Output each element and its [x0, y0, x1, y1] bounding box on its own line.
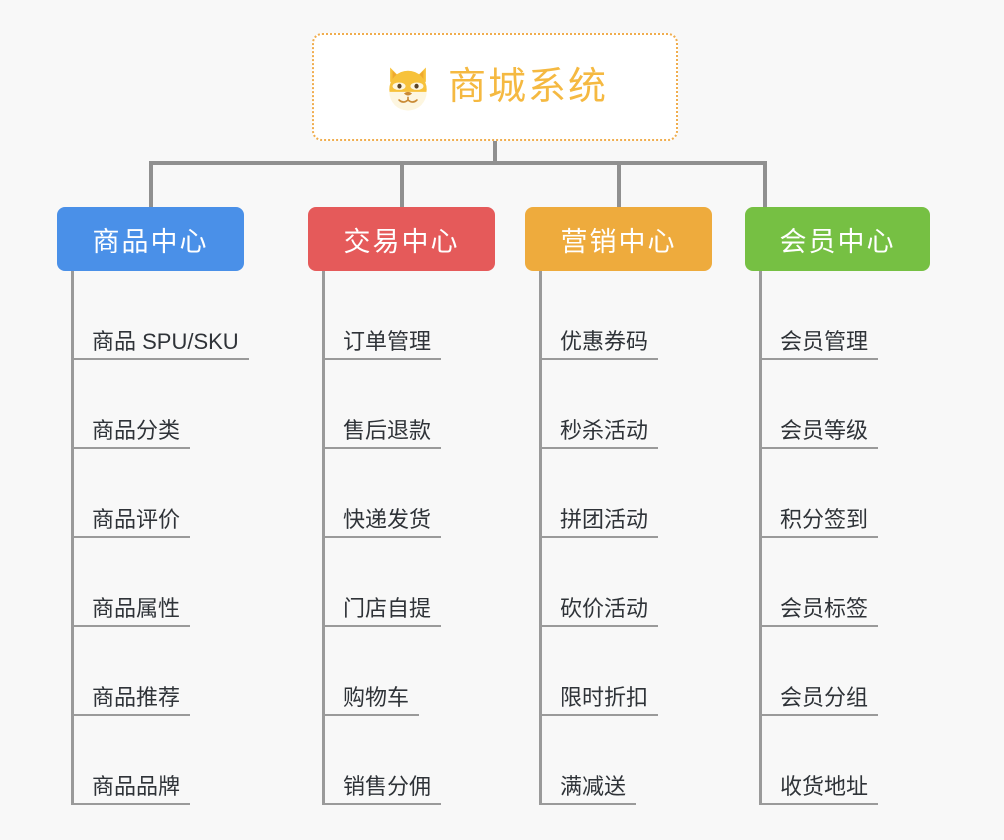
list-item[interactable]: 会员标签 — [762, 538, 975, 627]
list-item[interactable]: 秒杀活动 — [542, 360, 755, 449]
root-node-shop-system[interactable]: 商城系统 — [312, 33, 678, 141]
list-item[interactable]: 快递发货 — [325, 449, 538, 538]
list-item[interactable]: 收货地址 — [762, 716, 975, 805]
list-item[interactable]: 商品属性 — [74, 538, 287, 627]
child-item-label: 砍价活动 — [542, 596, 659, 627]
child-item-label: 商品评价 — [74, 507, 191, 538]
child-item-label: 订单管理 — [325, 329, 442, 360]
list-item[interactable]: 满减送 — [542, 716, 755, 805]
child-item-label: 商品分类 — [74, 418, 191, 449]
category-header-4-label: 会员中心 — [779, 226, 896, 257]
list-item[interactable]: 订单管理 — [325, 271, 538, 360]
child-item-label: 会员标签 — [762, 596, 879, 627]
connector-drop-3 — [617, 161, 621, 207]
child-item-label: 门店自提 — [325, 596, 442, 627]
list-item[interactable]: 会员等级 — [762, 360, 975, 449]
child-list-3: 优惠券码 秒杀活动 拼团活动 砍价活动 限时折扣 满减送 — [539, 271, 755, 805]
list-item[interactable]: 拼团活动 — [542, 449, 755, 538]
list-item[interactable]: 砍价活动 — [542, 538, 755, 627]
list-item[interactable]: 优惠券码 — [542, 271, 755, 360]
category-header-4[interactable]: 会员中心 — [745, 207, 930, 271]
list-item[interactable]: 商品评价 — [74, 449, 287, 538]
category-header-3[interactable]: 营销中心 — [525, 207, 712, 271]
child-item-label: 会员分组 — [762, 685, 879, 716]
child-item-label: 售后退款 — [325, 418, 442, 449]
list-item[interactable]: 购物车 — [325, 627, 538, 716]
child-item-label: 秒杀活动 — [542, 418, 659, 449]
child-item-label: 快递发货 — [325, 507, 442, 538]
category-column-1: 商品中心 商品 SPU/SKU 商品分类 商品评价 商品属性 商品推荐 商品品牌 — [57, 207, 287, 805]
child-item-label: 会员管理 — [762, 329, 879, 360]
list-item[interactable]: 会员管理 — [762, 271, 975, 360]
category-header-1-label: 商品中心 — [92, 226, 209, 257]
child-item-label: 收货地址 — [762, 774, 879, 805]
child-item-label: 商品 SPU/SKU — [74, 329, 249, 360]
child-item-label: 购物车 — [325, 685, 420, 716]
root-node-title: 商城系统 — [447, 66, 608, 108]
list-item[interactable]: 商品分类 — [74, 360, 287, 449]
list-item[interactable]: 会员分组 — [762, 627, 975, 716]
category-header-3-label: 营销中心 — [560, 226, 677, 257]
list-item[interactable]: 门店自提 — [325, 538, 538, 627]
list-item[interactable]: 商品品牌 — [74, 716, 287, 805]
connector-drop-2 — [400, 161, 404, 207]
child-list-1: 商品 SPU/SKU 商品分类 商品评价 商品属性 商品推荐 商品品牌 — [71, 271, 287, 805]
connector-drop-4 — [763, 161, 767, 207]
child-item-label: 会员等级 — [762, 418, 879, 449]
connector-drop-1 — [149, 161, 153, 207]
list-item[interactable]: 销售分佣 — [325, 716, 538, 805]
shiba-dog-face-icon — [389, 67, 427, 111]
child-item-label: 积分签到 — [762, 507, 879, 538]
child-item-label: 限时折扣 — [542, 685, 659, 716]
child-list-2: 订单管理 售后退款 快递发货 门店自提 购物车 销售分佣 — [322, 271, 538, 805]
child-item-label: 优惠券码 — [542, 329, 659, 360]
list-item[interactable]: 商品推荐 — [74, 627, 287, 716]
category-column-2: 交易中心 订单管理 售后退款 快递发货 门店自提 购物车 销售分佣 — [308, 207, 538, 805]
list-item[interactable]: 限时折扣 — [542, 627, 755, 716]
child-item-label: 销售分佣 — [325, 774, 442, 805]
connector-root-stem — [493, 141, 497, 164]
category-header-2-label: 交易中心 — [343, 226, 460, 257]
category-column-4: 会员中心 会员管理 会员等级 积分签到 会员标签 会员分组 收货地址 — [745, 207, 975, 805]
child-item-label: 商品推荐 — [74, 685, 191, 716]
list-item[interactable]: 商品 SPU/SKU — [74, 271, 287, 360]
category-header-1[interactable]: 商品中心 — [57, 207, 244, 271]
child-item-label: 满减送 — [542, 774, 637, 805]
category-header-2[interactable]: 交易中心 — [308, 207, 495, 271]
child-list-4: 会员管理 会员等级 积分签到 会员标签 会员分组 收货地址 — [759, 271, 975, 805]
list-item[interactable]: 积分签到 — [762, 449, 975, 538]
category-column-3: 营销中心 优惠券码 秒杀活动 拼团活动 砍价活动 限时折扣 满减送 — [525, 207, 755, 805]
child-item-label: 拼团活动 — [542, 507, 659, 538]
connector-horizontal-bus — [149, 161, 767, 165]
list-item[interactable]: 售后退款 — [325, 360, 538, 449]
child-item-label: 商品属性 — [74, 596, 191, 627]
child-item-label: 商品品牌 — [74, 774, 191, 805]
